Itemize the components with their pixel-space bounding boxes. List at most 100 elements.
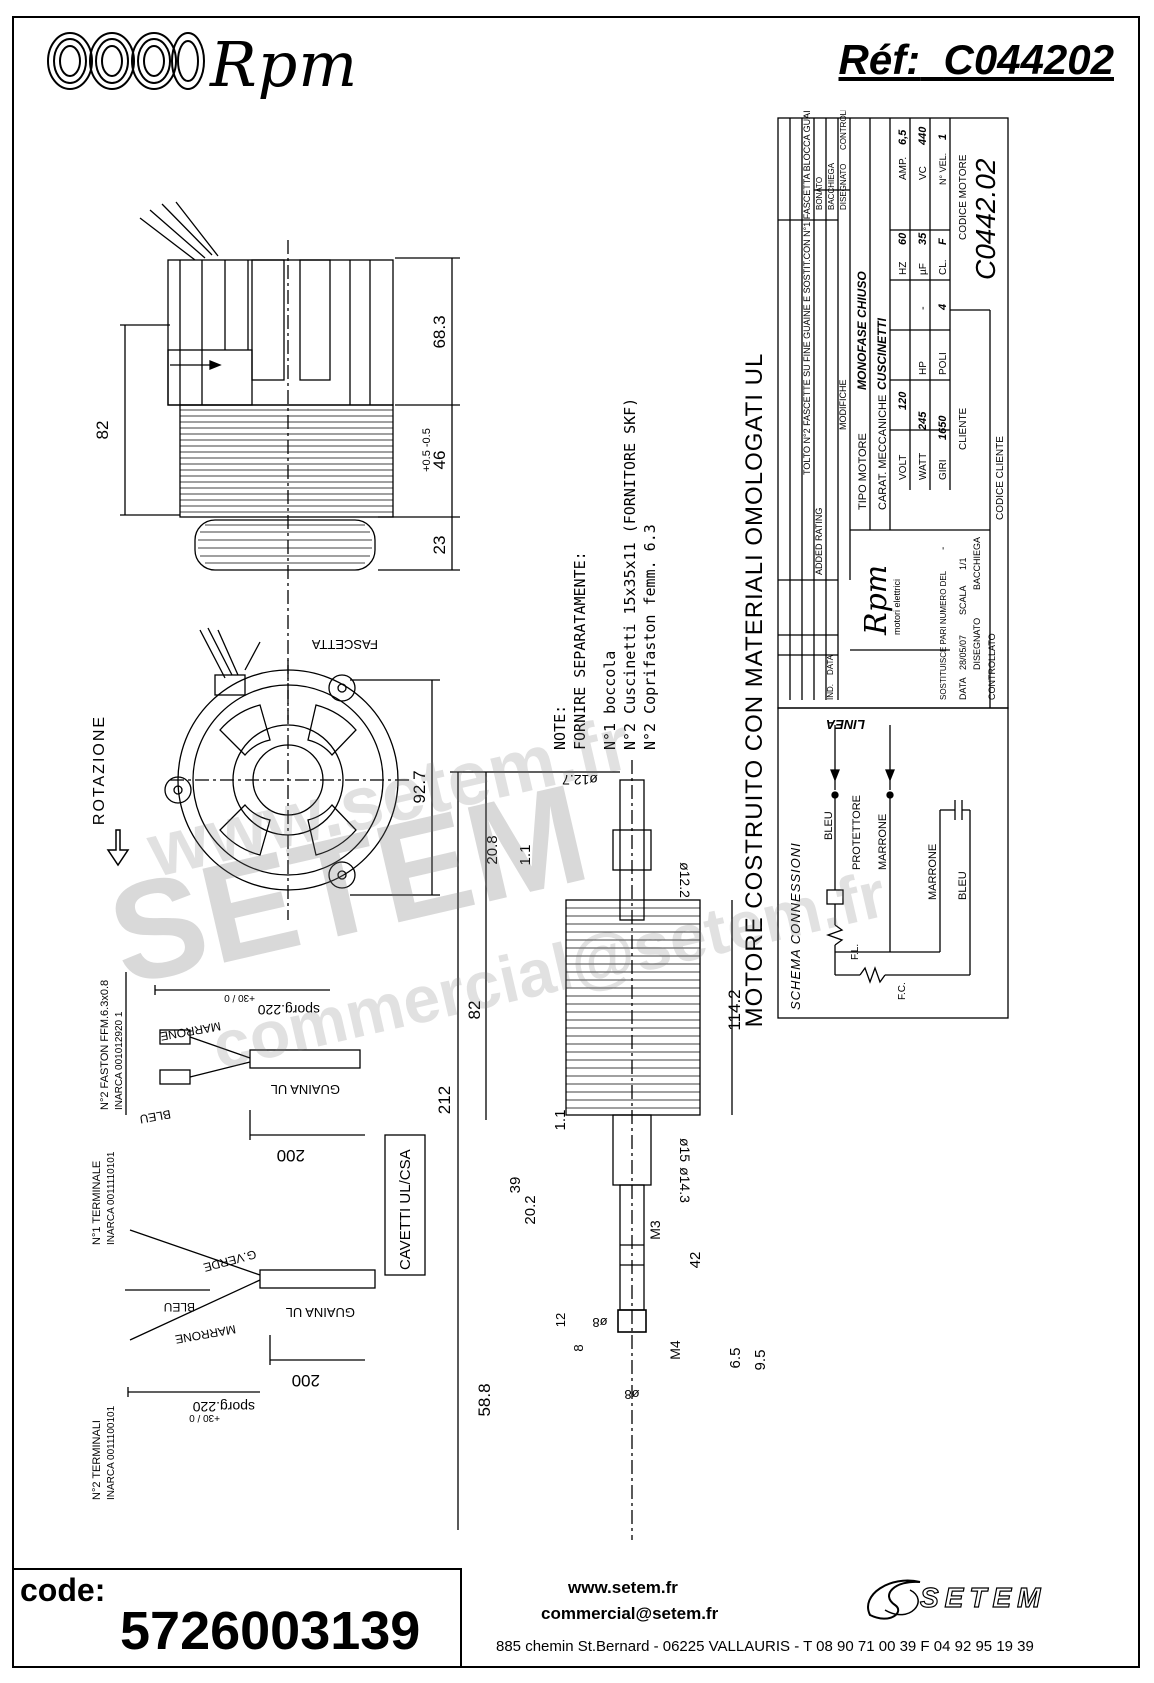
footer-mail[interactable]: commercial@setem.fr xyxy=(541,1604,719,1623)
data-value: 28/05/07 xyxy=(958,635,968,670)
guaina-top: GUAINA UL xyxy=(271,1082,340,1097)
dim-9-5: 9.5 xyxy=(752,1350,769,1371)
disegnato-value: BACCHIEGA xyxy=(972,537,982,590)
setem-swoosh-icon xyxy=(867,1579,921,1620)
signoff-2: BACCHIEGA xyxy=(827,162,836,210)
spec-hz-label: HZ xyxy=(898,262,909,275)
schema-bleu-1: BLEU xyxy=(823,811,835,840)
sporg-top: sporg.220 xyxy=(258,1002,320,1018)
note-line-4: N°2 Coprifaston femm. 6.3 xyxy=(641,524,659,750)
wiring-schema: SCHEMA CONNESSIONI LINEA BLEU PROTETTORE… xyxy=(777,707,1009,1019)
dim-82-top: 82 xyxy=(93,421,112,440)
sostituisce-label: SOSTITUISCE PARI NUMERO DEL xyxy=(939,570,948,700)
spec-giri-label: GIRI xyxy=(938,459,949,480)
dim-8: 8 xyxy=(571,1344,586,1351)
dim-d12-7: ø12.7 xyxy=(562,772,598,788)
codice-cliente-label: CODICE CLIENTE xyxy=(995,436,1006,520)
rotazione-label: ROTAZIONE xyxy=(91,715,108,825)
dim-1-1-a: 1.1 xyxy=(517,845,534,866)
notes: NOTE: FORNIRE SEPARATAMENTE: N°1 boccola… xyxy=(551,398,659,750)
code-number: 5726003139 xyxy=(120,1601,421,1661)
code-box xyxy=(12,1568,462,1668)
spec-volt: 120 xyxy=(897,391,909,410)
rev-header-desc: MODIFICHE xyxy=(838,380,848,431)
dim-20-2: 20.2 xyxy=(522,1195,539,1224)
bleu-top: BLEU xyxy=(139,1107,172,1126)
cliente-label: CLIENTE xyxy=(958,407,969,450)
coil-logo-icon xyxy=(47,32,205,90)
spec-hp-label: HP xyxy=(918,361,929,375)
schema-marrone-2: MARRONE xyxy=(927,844,939,900)
dim-d15: ø15 xyxy=(677,1138,693,1162)
bleu-bottom: BLEU xyxy=(164,1300,195,1314)
note-line-3: N°2 Cuscinetti 15x35x11 (FORNITORE SKF) xyxy=(621,398,639,750)
dim-20-8: 20.8 xyxy=(484,835,501,864)
spec-cl-label: CL. xyxy=(938,259,949,275)
sostituisce-value: - xyxy=(938,547,949,550)
tol-top: +30 / 0 xyxy=(224,992,255,1003)
motor-top-view: 82 68.3 46 +0.5 -0.5 23 xyxy=(93,201,460,720)
dim-d8-bot: ø8 xyxy=(624,1387,639,1402)
marrone-bottom: MARRONE xyxy=(174,1322,237,1346)
title-block: MOTORE COSTRUITO CON MATERIALI OMOLOGATI… xyxy=(741,110,1009,1028)
verde-label: G.VERDE xyxy=(202,1247,258,1275)
spec-amp-label: AMP. xyxy=(898,157,909,180)
controllato-label: CONTROLLATO xyxy=(987,633,997,700)
dim-d14-3: ø14.3 xyxy=(677,1167,693,1203)
motor-side-view: FASCETTA 92.7 ROTAZIONE xyxy=(91,627,440,920)
schema-bleu-2: BLEU xyxy=(957,871,969,900)
signoff-role-1: DISEGNATO xyxy=(839,164,848,210)
spec-uf-label: µF xyxy=(918,263,929,275)
dim-114-2: 114.2 xyxy=(725,989,744,1030)
dim-68-3: 68.3 xyxy=(430,315,449,348)
tipo-motore-value: MONOFASE CHIUSO xyxy=(855,271,869,390)
term1-code: INARCA 0011110101 xyxy=(106,1151,117,1245)
brand-name: Rpm xyxy=(210,28,359,101)
spec-amp: 6,5 xyxy=(897,129,909,145)
spec-volt-label: VOLT xyxy=(898,455,909,480)
spec-poli: 4 xyxy=(937,304,949,311)
dim-6-5: 6.5 xyxy=(727,1348,744,1369)
fascetta-label: FASCETTA xyxy=(311,637,378,652)
spec-vc-label: VC xyxy=(918,166,929,180)
term2-note: N°2 TERMINALI xyxy=(91,1420,103,1500)
drawing-frame xyxy=(12,16,1140,1668)
setem-logo: SETEM xyxy=(850,1570,1120,1630)
wire-harness-top: N°2 FASTON FFM.6.3x0.8 INARCA 001012920 … xyxy=(99,972,426,1276)
schema-marrone-1: MARRONE xyxy=(877,814,889,870)
rev-header-ind: IND. xyxy=(826,684,835,700)
spec-poli-label: POLI xyxy=(938,352,949,375)
dim-39: 39 xyxy=(507,1177,524,1194)
dim-12: 12 xyxy=(553,1313,568,1327)
schema-fc: F.C. xyxy=(897,982,908,1000)
ref-label: Réf: xyxy=(838,36,921,83)
rev-1-desc: TOLTO N°2 FASCETTE SU FINE GUAINE E SOST… xyxy=(802,110,812,475)
signoff-1: BONATO xyxy=(815,177,824,210)
dim-82-rotor: 82 xyxy=(465,1001,484,1020)
dim-212: 212 xyxy=(435,1086,454,1114)
guaina-bottom: GUAINA UL xyxy=(286,1305,355,1320)
rotor-view: 20.8 1.1 82 212 114.2 39 20.2 1.1 42 58.… xyxy=(435,760,769,1540)
footer-web[interactable]: www.setem.fr xyxy=(568,1578,678,1597)
spec-watt-label: WATT xyxy=(918,453,929,480)
faston-code: INARCA 001012920 1 xyxy=(114,1011,125,1110)
main-title: MOTORE COSTRUITO CON MATERIALI OMOLOGATI… xyxy=(741,353,768,1028)
codice-motore: C0442.02 xyxy=(970,158,1001,280)
schema-fl: F.L. xyxy=(850,944,861,960)
spec-vc: 440 xyxy=(917,126,929,146)
ref-value: C044202 xyxy=(943,36,1114,83)
carat-label: CARAT. MECCANICHE xyxy=(877,395,889,510)
dim-46: 46 xyxy=(430,451,449,470)
block-company-sub: motori elettrici xyxy=(892,579,902,635)
codice-motore-label: CODICE MOTORE xyxy=(958,154,969,240)
dim-42: 42 xyxy=(687,1252,704,1269)
sporg-bottom: sporg.220 xyxy=(193,1399,255,1415)
note-line-2: N°1 boccola xyxy=(601,651,619,750)
linea-label: LINEA xyxy=(826,717,865,732)
spec-vel: 1 xyxy=(937,134,949,140)
term2-code: INARCA 0011100101 xyxy=(106,1405,117,1500)
data-label: DATA xyxy=(958,677,968,700)
block-brand: Rpm xyxy=(859,565,894,636)
rpm-logo: Rpm xyxy=(40,28,370,101)
spec-cl: F xyxy=(937,238,949,245)
